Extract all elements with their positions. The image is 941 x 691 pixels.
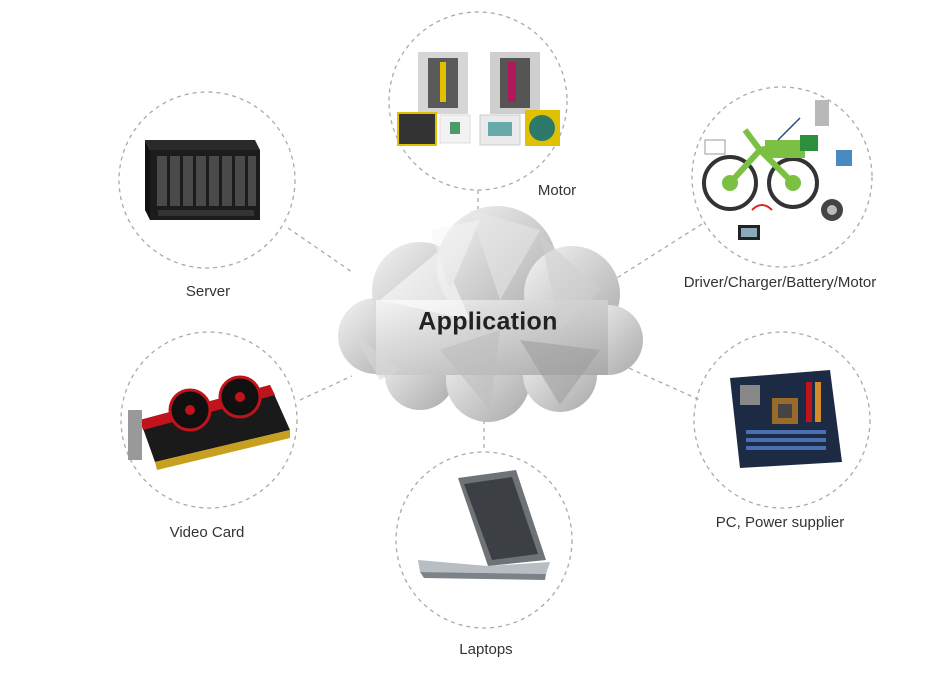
- connector-video: [299, 375, 353, 401]
- laptops-label: Laptops: [459, 641, 513, 658]
- connector-pc: [621, 364, 701, 401]
- ebike-node-circle: [691, 86, 873, 268]
- server-label: Server: [185, 283, 231, 300]
- connector-server: [287, 227, 353, 273]
- application-title: Application: [418, 307, 558, 336]
- pc-node-circle: [693, 331, 871, 509]
- video-node-circle: [120, 331, 298, 509]
- motherboard-icon: [730, 370, 842, 468]
- ebike-label: Driver/Charger/Battery/Motor: [683, 274, 877, 291]
- application-cloud: [338, 206, 643, 422]
- pc-power-supplier-label: PC, Power supplier: [715, 514, 845, 531]
- server-node-circle: [118, 91, 296, 269]
- connectors: [287, 190, 703, 452]
- video-card-label: Video Card: [169, 524, 245, 541]
- motor-label: Motor: [537, 182, 577, 199]
- connector-ebike: [611, 223, 703, 282]
- laptop-icon: [418, 470, 550, 580]
- server-rack-icon: [145, 140, 260, 220]
- motor-node-circle: [388, 11, 568, 191]
- laptop-node-circle: [395, 451, 573, 629]
- motor-icon: [397, 52, 560, 146]
- graphics-card-icon: [128, 375, 290, 470]
- node-circles: [118, 11, 873, 629]
- electric-bike-icon: [702, 100, 852, 240]
